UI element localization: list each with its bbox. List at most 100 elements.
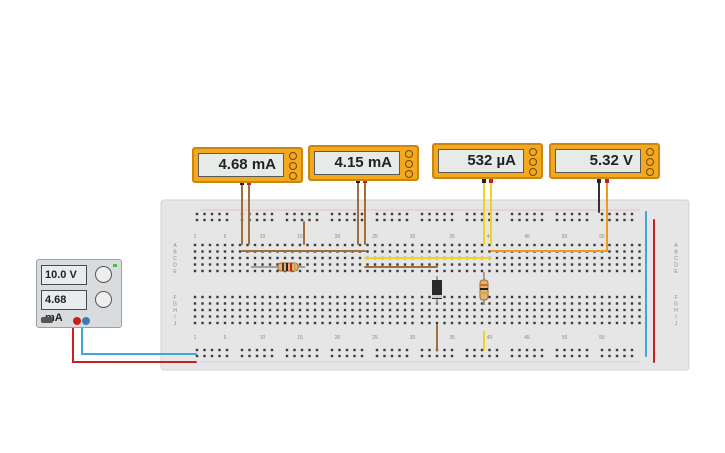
breadboard-hole[interactable] — [306, 308, 309, 312]
breadboard-hole[interactable] — [291, 315, 294, 318]
mode-button-r[interactable] — [529, 168, 537, 176]
breadboard-hole[interactable] — [615, 250, 619, 253]
breadboard-hole[interactable] — [268, 315, 272, 318]
breadboard-hole[interactable] — [555, 354, 559, 358]
breadboard-hole[interactable] — [540, 218, 544, 222]
breadboard-hole[interactable] — [458, 269, 461, 273]
breadboard-hole[interactable] — [255, 348, 259, 352]
breadboard-hole[interactable] — [585, 218, 589, 222]
breadboard-hole[interactable] — [201, 321, 204, 325]
breadboard-hole[interactable] — [450, 321, 454, 325]
breadboard-hole[interactable] — [366, 321, 369, 325]
breadboard-hole[interactable] — [261, 263, 264, 266]
breadboard-hole[interactable] — [375, 218, 379, 222]
breadboard-hole[interactable] — [533, 315, 536, 318]
breadboard-hole[interactable] — [300, 212, 304, 216]
breadboard-hole[interactable] — [630, 348, 634, 352]
breadboard-hole[interactable] — [353, 218, 356, 222]
breadboard-hole[interactable] — [623, 243, 626, 247]
breadboard-hole[interactable] — [283, 315, 287, 318]
breadboard-hole[interactable] — [373, 308, 377, 312]
breadboard-hole[interactable] — [285, 218, 289, 222]
breadboard-hole[interactable] — [313, 295, 317, 299]
breadboard-hole[interactable] — [246, 269, 249, 273]
breadboard-hole[interactable] — [253, 302, 257, 305]
breadboard-hole[interactable] — [608, 250, 611, 253]
breadboard-hole[interactable] — [443, 321, 446, 325]
breadboard-hole[interactable] — [330, 212, 334, 216]
breadboard-hole[interactable] — [570, 256, 574, 260]
breadboard-hole[interactable] — [261, 315, 264, 318]
breadboard-hole[interactable] — [388, 250, 392, 253]
breadboard-hole[interactable] — [480, 218, 484, 222]
breadboard-hole[interactable] — [458, 295, 461, 299]
breadboard-hole[interactable] — [578, 295, 581, 299]
breadboard-hole[interactable] — [218, 354, 221, 358]
breadboard-hole[interactable] — [533, 212, 536, 216]
breadboard-hole[interactable] — [510, 263, 514, 266]
breadboard-hole[interactable] — [555, 295, 559, 299]
breadboard-hole[interactable] — [343, 302, 347, 305]
breadboard-hole[interactable] — [238, 263, 242, 266]
breadboard-hole[interactable] — [396, 295, 399, 299]
breadboard-hole[interactable] — [231, 308, 234, 312]
breadboard-hole[interactable] — [358, 269, 362, 273]
breadboard-hole[interactable] — [435, 315, 439, 318]
breadboard-hole[interactable] — [313, 269, 317, 273]
breadboard-hole[interactable] — [585, 315, 589, 318]
breadboard-hole[interactable] — [270, 354, 274, 358]
breadboard-hole[interactable] — [548, 256, 551, 260]
probe-plug[interactable] — [489, 178, 493, 183]
breadboard-hole[interactable] — [608, 302, 611, 305]
breadboard-hole[interactable] — [435, 354, 439, 358]
breadboard-hole[interactable] — [548, 243, 551, 247]
breadboard-hole[interactable] — [608, 308, 611, 312]
breadboard-hole[interactable] — [315, 218, 319, 222]
breadboard-hole[interactable] — [570, 348, 574, 352]
breadboard-hole[interactable] — [600, 243, 604, 247]
breadboard-hole[interactable] — [388, 302, 392, 305]
probe-plug[interactable] — [482, 178, 486, 183]
breadboard-hole[interactable] — [585, 243, 589, 247]
breadboard-hole[interactable] — [540, 315, 544, 318]
breadboard-hole[interactable] — [443, 212, 446, 216]
breadboard-hole[interactable] — [615, 308, 619, 312]
breadboard-hole[interactable] — [225, 348, 229, 352]
breadboard-hole[interactable] — [525, 269, 529, 273]
breadboard-hole[interactable] — [345, 212, 349, 216]
breadboard-hole[interactable] — [443, 348, 446, 352]
breadboard-hole[interactable] — [261, 243, 264, 247]
breadboard-hole[interactable] — [293, 348, 296, 352]
breadboard-hole[interactable] — [563, 354, 566, 358]
mode-button-a[interactable] — [405, 150, 413, 158]
breadboard-hole[interactable] — [313, 243, 317, 247]
breadboard-hole[interactable] — [443, 308, 446, 312]
breadboard-hole[interactable] — [450, 263, 454, 266]
breadboard-hole[interactable] — [208, 295, 212, 299]
breadboard-hole[interactable] — [253, 243, 257, 247]
breadboard-hole[interactable] — [231, 243, 234, 247]
breadboard-hole[interactable] — [328, 263, 332, 266]
breadboard-hole[interactable] — [396, 308, 399, 312]
breadboard-hole[interactable] — [358, 256, 362, 260]
breadboard-hole[interactable] — [225, 212, 229, 216]
breadboard-hole[interactable] — [381, 321, 384, 325]
breadboard-hole[interactable] — [366, 250, 369, 253]
breadboard-hole[interactable] — [495, 243, 499, 247]
breadboard-hole[interactable] — [336, 295, 339, 299]
breadboard-hole[interactable] — [623, 263, 626, 266]
breadboard-hole[interactable] — [321, 321, 324, 325]
breadboard-hole[interactable] — [480, 354, 484, 358]
breadboard-hole[interactable] — [533, 348, 536, 352]
breadboard-hole[interactable] — [315, 348, 319, 352]
breadboard-hole[interactable] — [480, 348, 484, 352]
breadboard-hole[interactable] — [291, 243, 294, 247]
breadboard-hole[interactable] — [231, 269, 234, 273]
breadboard-hole[interactable] — [525, 302, 529, 305]
breadboard-hole[interactable] — [396, 315, 399, 318]
breadboard-hole[interactable] — [615, 354, 619, 358]
breadboard-hole[interactable] — [253, 308, 257, 312]
breadboard-hole[interactable] — [306, 321, 309, 325]
breadboard-hole[interactable] — [403, 263, 407, 266]
